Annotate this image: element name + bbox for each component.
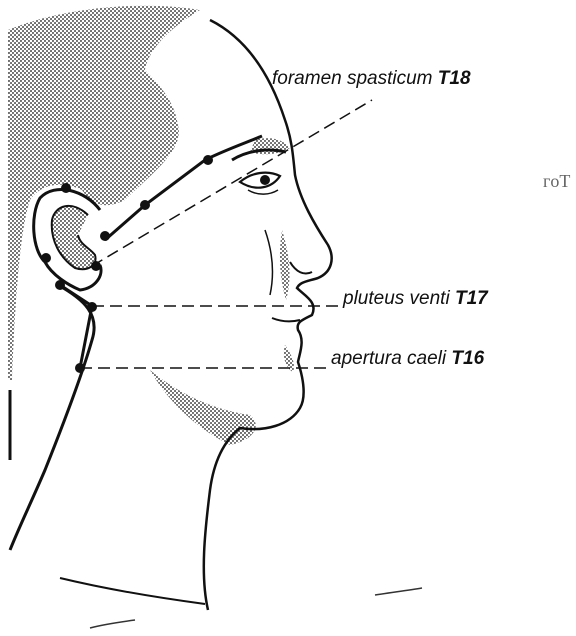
shoulder-line	[60, 578, 205, 604]
eye	[240, 173, 280, 188]
acupoint-1	[61, 183, 71, 193]
acupoint-7	[87, 302, 97, 312]
acupoint-6	[203, 155, 213, 165]
cheek-line	[265, 230, 272, 295]
mouth	[272, 318, 300, 321]
collar-dash-left	[90, 620, 135, 628]
neck-back	[10, 285, 94, 550]
nostril	[290, 262, 312, 274]
label-apertura: apertura caeli T16	[331, 348, 485, 369]
acupoint-5	[140, 200, 150, 210]
cheek-shading	[280, 230, 290, 300]
eyelid	[248, 190, 278, 194]
collar-dash	[375, 588, 422, 595]
stray-text: гoT	[543, 171, 570, 191]
pupil	[260, 175, 270, 185]
acupoint-4	[100, 231, 110, 241]
acupoint-2	[41, 253, 51, 263]
acupoint-3	[55, 280, 65, 290]
label-foramen: foramen spasticum T18	[272, 68, 471, 89]
jaw-shading	[150, 370, 256, 445]
label-pluteus: pluteus venti T17	[342, 288, 489, 309]
